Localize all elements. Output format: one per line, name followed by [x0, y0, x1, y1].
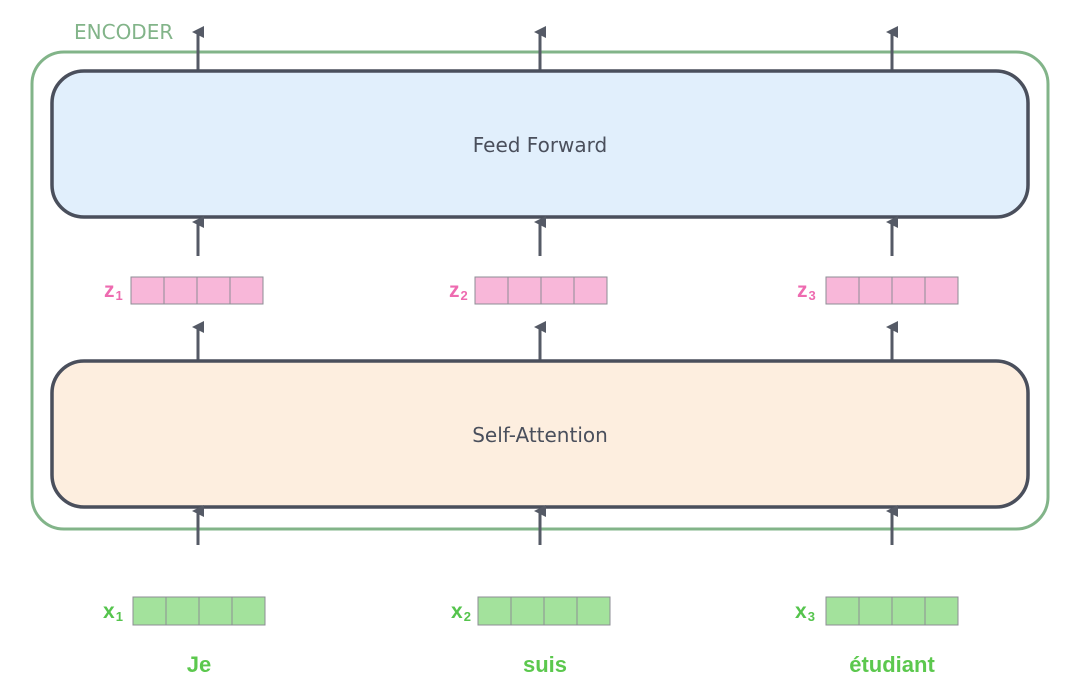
z2-cell: [507, 276, 542, 305]
z2-cell: [573, 276, 608, 305]
x3-cell: [924, 596, 959, 626]
input-arrows: [192, 505, 898, 545]
x3-label: x3: [795, 600, 815, 624]
x-vector-1: x1: [103, 596, 266, 626]
sa-to-z-arrows: [192, 321, 898, 360]
x2-cell: [477, 596, 512, 626]
z-to-ffn-arrows: [192, 216, 898, 256]
encoder-label: ENCODER: [74, 20, 173, 44]
z1-cell: [163, 276, 198, 305]
x3-cell: [891, 596, 926, 626]
x1-cell: [198, 596, 233, 626]
z-vector-1: z1: [104, 276, 264, 305]
z3-cell: [891, 276, 926, 305]
z2-cell: [540, 276, 575, 305]
z-vector-3: z3: [797, 276, 959, 305]
z3-cell: [825, 276, 860, 305]
word-suis: suis: [523, 652, 567, 677]
x2-cell: [576, 596, 611, 626]
z2-cell: [474, 276, 509, 305]
z1-cell: [130, 276, 165, 305]
word-etudiant: étudiant: [849, 652, 935, 677]
z-vector-2: z2: [449, 276, 608, 305]
z3-label: z3: [797, 279, 816, 303]
feed-forward-label: Feed Forward: [473, 133, 608, 157]
z2-label: z2: [449, 279, 468, 303]
z1-label: z1: [104, 279, 123, 303]
x-vector-3: x3: [795, 596, 959, 626]
x2-cell: [510, 596, 545, 626]
self-attention-label: Self-Attention: [472, 423, 608, 447]
z1-cell: [196, 276, 231, 305]
x2-cell: [543, 596, 578, 626]
x1-label: x1: [103, 600, 123, 624]
x1-cell: [231, 596, 266, 626]
x3-cell: [825, 596, 860, 626]
x3-cell: [858, 596, 893, 626]
x2-label: x2: [451, 600, 471, 624]
x1-cell: [165, 596, 200, 626]
word-je: Je: [187, 652, 211, 677]
z3-cell: [858, 276, 893, 305]
output-arrows: [192, 26, 898, 70]
x1-cell: [132, 596, 167, 626]
z3-cell: [924, 276, 959, 305]
z1-cell: [229, 276, 264, 305]
x-vector-2: x2: [451, 596, 611, 626]
